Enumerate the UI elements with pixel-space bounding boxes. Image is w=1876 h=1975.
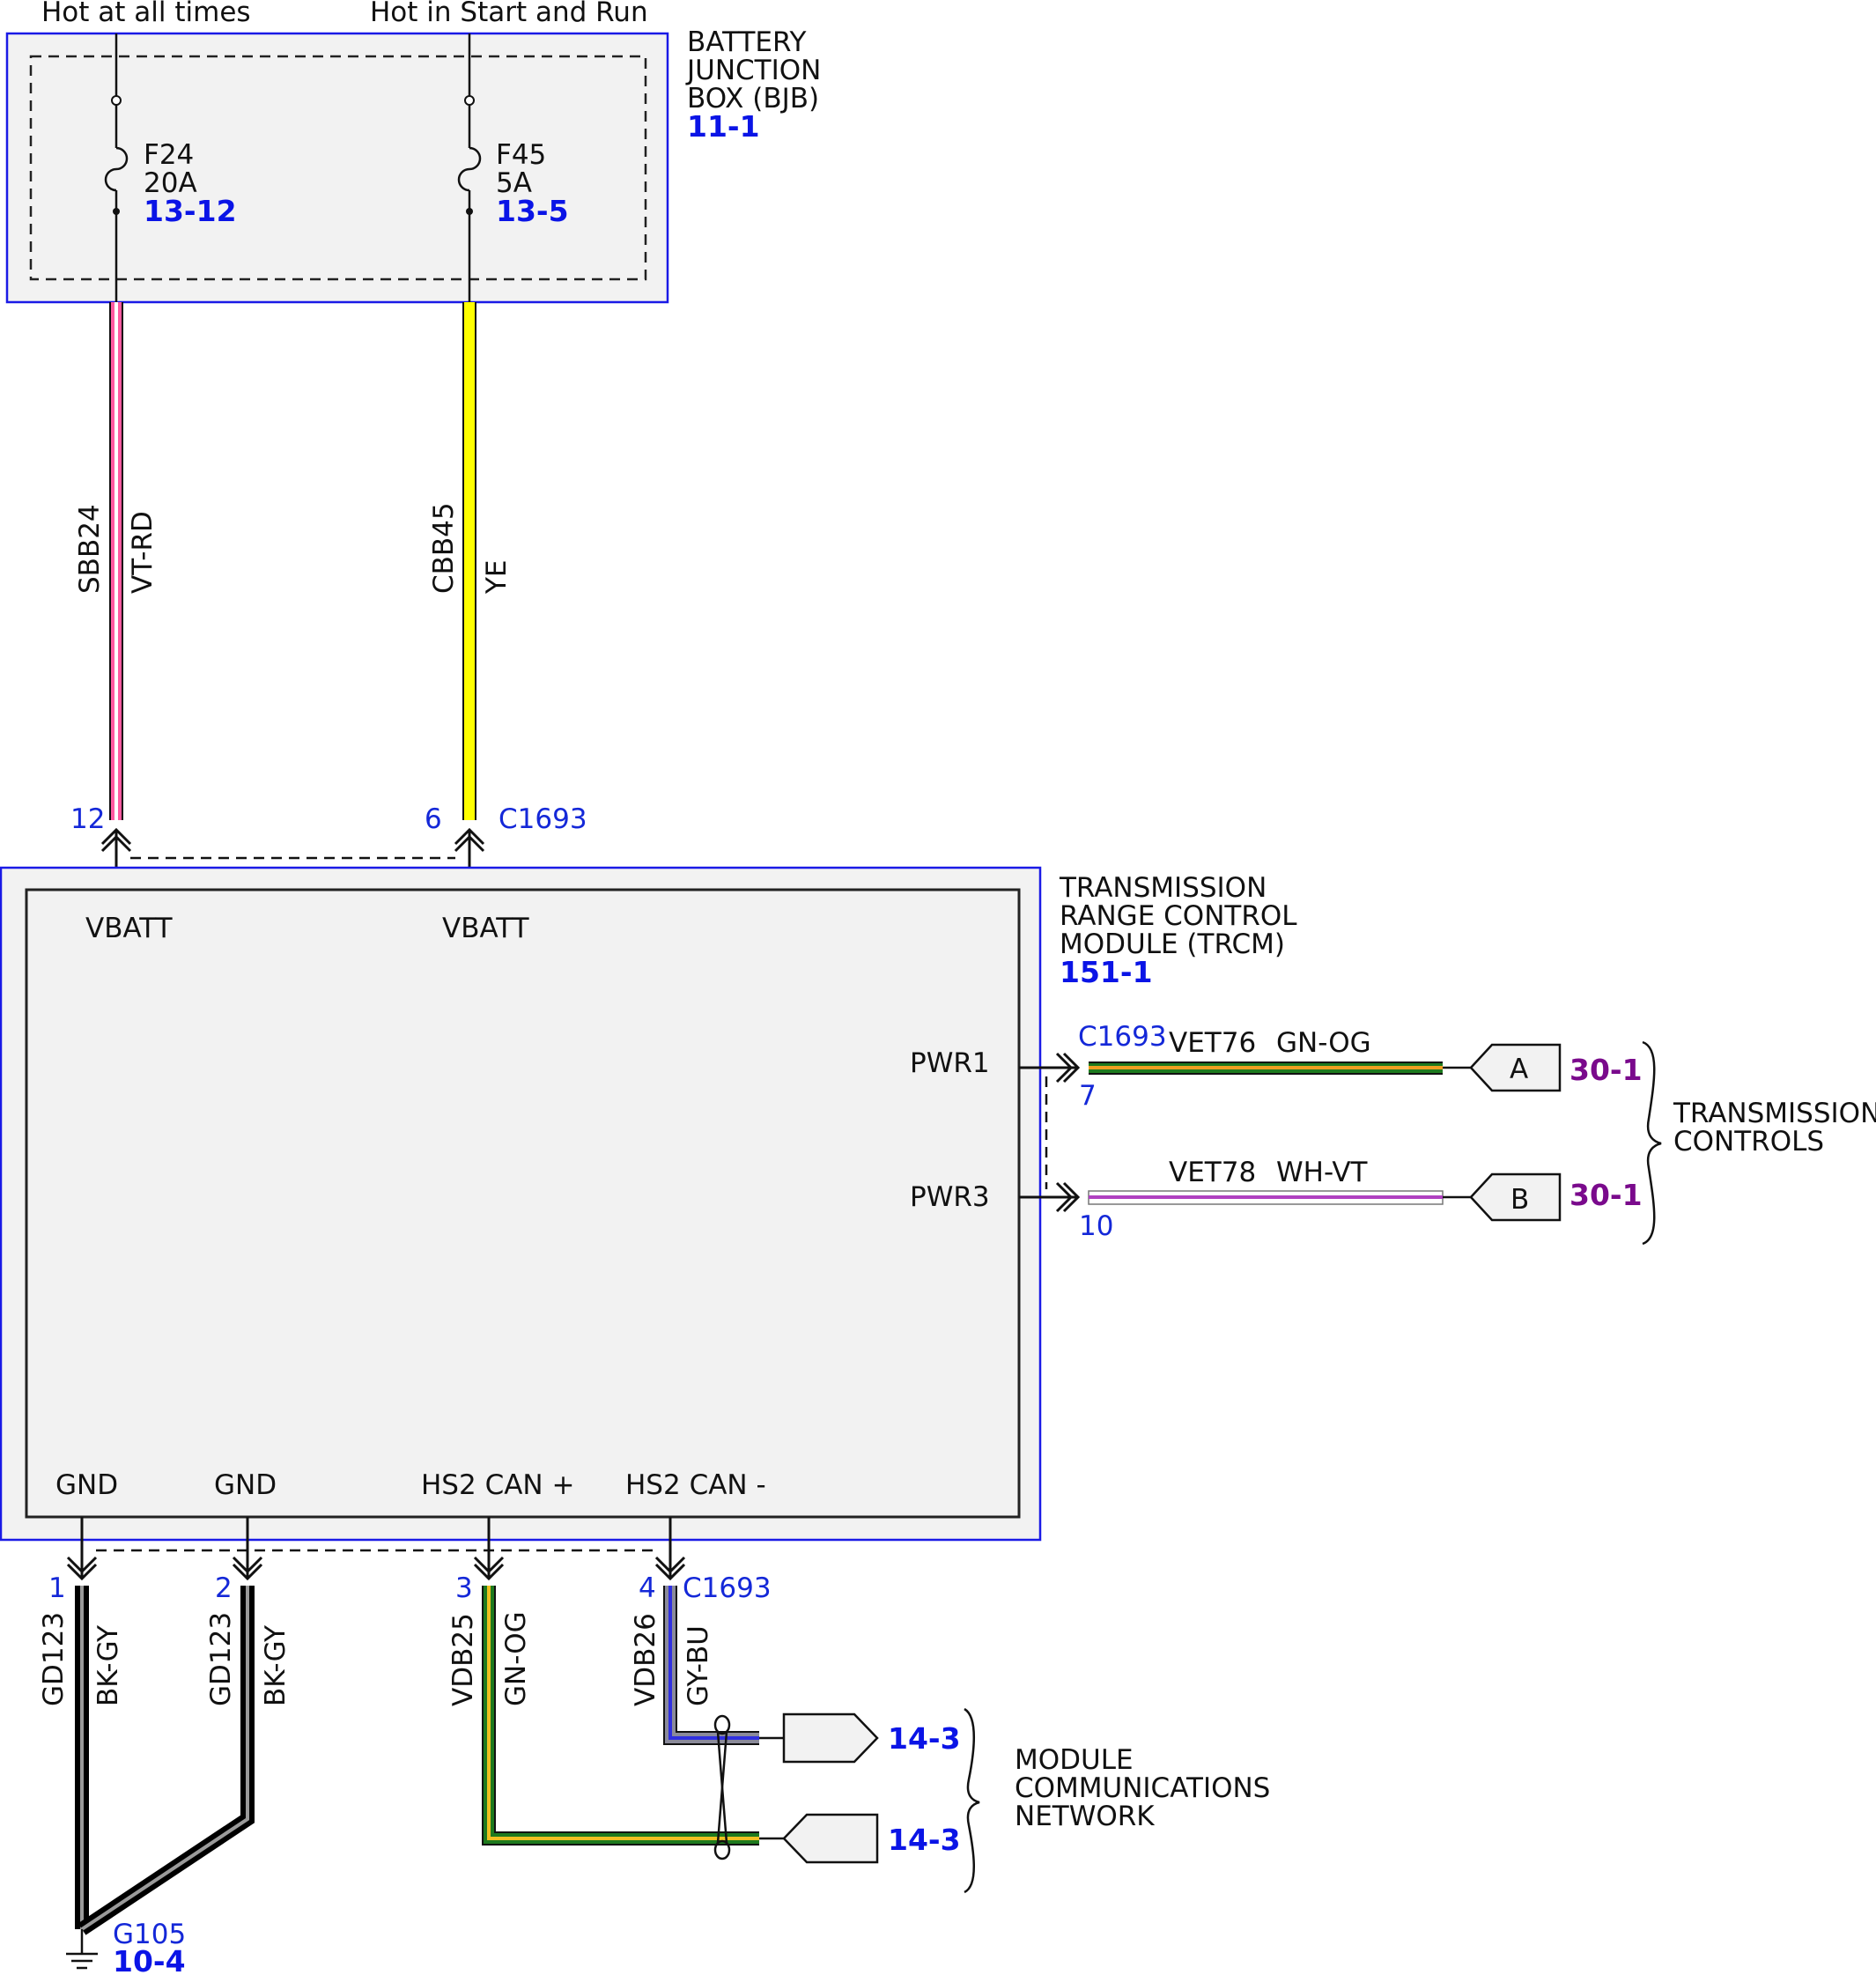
- ground-reference-link[interactable]: 10-4: [113, 1944, 186, 1975]
- trcm-name-line2: RANGE CONTROL: [1060, 900, 1297, 932]
- bjb-name-line1: BATTERY: [687, 26, 807, 58]
- trcm-reference-link[interactable]: 151-1: [1060, 955, 1153, 989]
- terminal-a-reference-link[interactable]: 30-1: [1569, 1053, 1643, 1087]
- pin-7-label: 7: [1079, 1080, 1097, 1112]
- bjb-reference-link[interactable]: 11-1: [687, 109, 760, 144]
- network-connector-1[interactable]: [759, 1712, 879, 1764]
- trcm-gnd-label-1: GND: [55, 1469, 118, 1501]
- network-label-line1: MODULE: [1015, 1744, 1134, 1776]
- supply-hot-all-times-label: Hot at all times: [41, 0, 251, 28]
- network-label-line3: NETWORK: [1015, 1801, 1155, 1832]
- trcm-can-minus-label: HS2 CAN -: [625, 1469, 766, 1501]
- wire-vet76-circuit: VET76: [1169, 1027, 1256, 1059]
- fuse-f24: [104, 33, 129, 304]
- trcm-can-plus-label: HS2 CAN +: [421, 1469, 574, 1501]
- wire-vet78[interactable]: [1088, 1190, 1471, 1205]
- terminal-a[interactable]: A: [1469, 1043, 1562, 1092]
- connector-c1693-top-label: C1693: [499, 803, 587, 835]
- wire-sbb24-circuit: SBB24: [74, 504, 106, 594]
- network-label-line2: COMMUNICATIONS: [1015, 1772, 1270, 1804]
- wire-cbb45[interactable]: [462, 302, 476, 820]
- wire-vdb25-circuit: VDB25: [447, 1613, 479, 1706]
- terminal-a-label: A: [1510, 1054, 1528, 1085]
- pin-6-label: 6: [425, 803, 442, 835]
- network-connector-2[interactable]: [759, 1813, 879, 1864]
- wire-vet78-color-code: WH-VT: [1276, 1157, 1369, 1188]
- wire-cbb45-color-code: YE: [481, 559, 513, 595]
- terminal-b-reference-link[interactable]: 30-1: [1569, 1178, 1643, 1212]
- bjb-name-line3: BOX (BJB): [687, 83, 819, 115]
- trcm-vbatt-label-2: VBATT: [442, 913, 530, 944]
- wire-vdb25-color-code: GN-OG: [500, 1611, 532, 1706]
- network-connector-2-reference-link[interactable]: 14-3: [888, 1823, 961, 1857]
- fuse-f45-rating: 5A: [496, 167, 532, 199]
- trcm-name-line1: TRANSMISSION: [1059, 872, 1267, 904]
- wire-vdb25[interactable]: [482, 1586, 759, 1846]
- fuse-f45-reference-link[interactable]: 13-5: [496, 194, 569, 228]
- fuse-f45: [457, 33, 482, 304]
- ground-icon: [66, 1929, 98, 1970]
- wire-vet76-color-code: GN-OG: [1276, 1027, 1371, 1059]
- pin-12-label: 12: [70, 803, 105, 835]
- pin-1-label: 1: [48, 1572, 66, 1604]
- wire-vdb26[interactable]: [663, 1586, 759, 1745]
- wire-sbb24[interactable]: [109, 302, 123, 820]
- connector-c1693-bottom-label: C1693: [683, 1572, 772, 1604]
- pin-4-label: 4: [639, 1572, 656, 1604]
- wire-gd123-1-color-code: BK-GY: [92, 1625, 124, 1706]
- transmission-controls-line2: CONTROLS: [1673, 1126, 1824, 1158]
- wire-vet78-circuit: VET78: [1169, 1157, 1256, 1188]
- fuse-f45-id: F45: [496, 139, 546, 171]
- transmission-controls-brace: [1642, 1040, 1662, 1246]
- wire-cbb45-circuit: CBB45: [428, 502, 460, 594]
- wire-gd123-2-circuit: GD123: [205, 1612, 237, 1706]
- battery-junction-box[interactable]: [5, 32, 669, 304]
- trcm-vbatt-label-1: VBATT: [85, 913, 174, 944]
- supply-hot-start-run-label: Hot in Start and Run: [370, 0, 648, 28]
- twisted-pair-icon: [713, 1714, 731, 1860]
- trcm-pwr3-label: PWR3: [910, 1181, 990, 1213]
- pin-3-label: 3: [455, 1572, 473, 1604]
- connector-c1693-right-label: C1693: [1078, 1021, 1167, 1053]
- transmission-controls-line1: TRANSMISSION: [1673, 1098, 1876, 1129]
- bjb-name-line2: JUNCTION: [685, 55, 821, 86]
- wire-sbb24-color-code: VT-RD: [127, 511, 159, 594]
- network-connector-1-reference-link[interactable]: 14-3: [888, 1721, 961, 1756]
- wire-vdb26-color-code: GY-BU: [683, 1625, 714, 1706]
- trcm-module[interactable]: [0, 866, 1042, 1542]
- trcm-name-line3: MODULE (TRCM): [1060, 928, 1285, 960]
- fuse-f24-reference-link[interactable]: 13-12: [144, 194, 237, 228]
- wire-vdb26-circuit: VDB26: [630, 1613, 661, 1706]
- wire-vet76[interactable]: [1089, 1061, 1471, 1075]
- ground-g105-label: G105: [113, 1919, 186, 1950]
- wire-gd123-2-color-code: BK-GY: [260, 1625, 292, 1706]
- trcm-pwr1-label: PWR1: [910, 1047, 990, 1079]
- connector-c1693-bottom: [66, 1517, 686, 1581]
- terminal-b-label: B: [1510, 1184, 1529, 1216]
- fuse-f24-rating: 20A: [144, 167, 197, 199]
- terminal-b[interactable]: B: [1469, 1172, 1562, 1222]
- connector-c1693-right: [1019, 1052, 1081, 1213]
- fuse-f24-id: F24: [144, 139, 194, 171]
- module-communications-brace: [964, 1707, 980, 1894]
- trcm-gnd-label-2: GND: [214, 1469, 277, 1501]
- pin-10-label: 10: [1079, 1210, 1113, 1242]
- wire-gd123-1-circuit: GD123: [38, 1612, 70, 1706]
- pin-2-label: 2: [215, 1572, 233, 1604]
- wire-gd123-2[interactable]: [78, 1586, 255, 1935]
